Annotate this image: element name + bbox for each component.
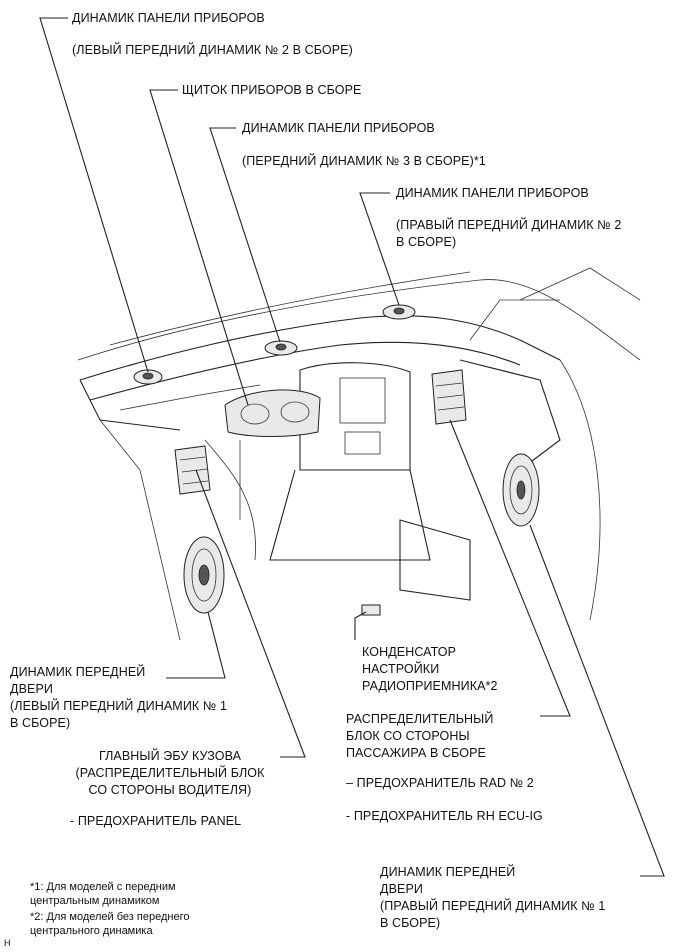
label-ip-speaker-right-sub: (ПРАВЫЙ ПЕРЕДНИЙ ДИНАМИК № 2 В СБОРЕ): [396, 218, 622, 249]
label-radio-condenser: КОНДЕНСАТОР НАСТРОЙКИ РАДИОПРИЕМНИКА*2: [362, 645, 498, 693]
corner-mark: H: [4, 938, 11, 948]
label-ip-speaker-right: ДИНАМИК ПАНЕЛИ ПРИБОРОВ: [396, 186, 589, 200]
label-main-body-ecu: ГЛАВНЫЙ ЭБУ КУЗОВА (РАСПРЕДЕЛИТЕЛЬНЫЙ БЛ…: [75, 749, 265, 797]
label-front-door-speaker-left: ДИНАМИК ПЕРЕДНЕЙ ДВЕРИ (ЛЕВЫЙ ПЕРЕДНИЙ Д…: [10, 665, 227, 730]
label-ip-speaker-left: ДИНАМИК ПАНЕЛИ ПРИБОРОВ: [72, 11, 265, 25]
label-passenger-junction-block: РАСПРЕДЕЛИТЕЛЬНЫЙ БЛОК СО СТОРОНЫ ПАССАЖ…: [346, 712, 494, 760]
footnote-2: *2: Для моделей без переднего центрально…: [30, 911, 190, 937]
label-ip-speaker-center: ДИНАМИК ПАНЕЛИ ПРИБОРОВ: [242, 121, 435, 135]
label-fuse-rh-ecu-ig: - ПРЕДОХРАНИТЕЛЬ RH ECU-IG: [346, 809, 543, 823]
label-front-door-speaker-right: ДИНАМИК ПЕРЕДНЕЙ ДВЕРИ (ПРАВЫЙ ПЕРЕДНИЙ …: [380, 865, 606, 930]
label-fuse-panel: - ПРЕДОХРАНИТЕЛЬ PANEL: [70, 814, 242, 828]
footnote-1: *1: Для моделей с передним центральным д…: [30, 881, 176, 907]
label-combination-meter: ЩИТОК ПРИБОРОВ В СБОРЕ: [182, 83, 362, 97]
label-fuse-rad2: – ПРЕДОХРАНИТЕЛЬ RAD № 2: [346, 776, 534, 790]
label-ip-speaker-center-sub: (ПЕРЕДНИЙ ДИНАМИК № 3 В СБОРЕ)*1: [242, 154, 486, 168]
label-ip-speaker-left-sub: (ЛЕВЫЙ ПЕРЕДНИЙ ДИНАМИК № 2 В СБОРЕ): [72, 43, 353, 57]
